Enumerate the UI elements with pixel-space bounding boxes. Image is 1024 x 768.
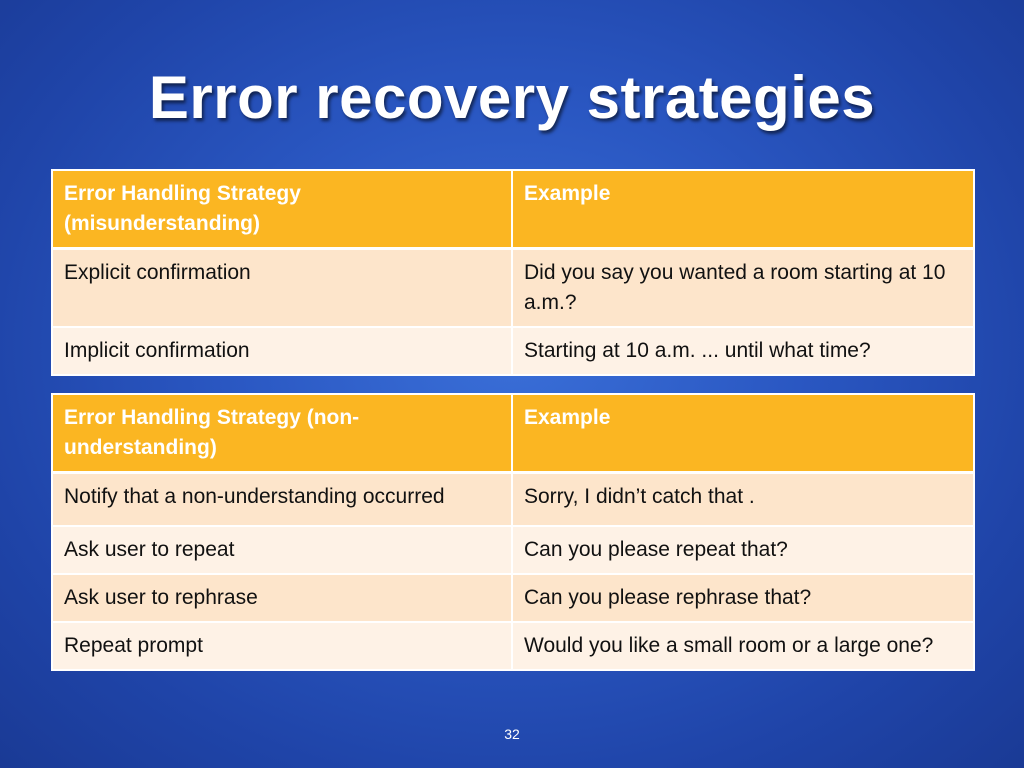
slide-title: Error recovery strategies	[148, 64, 876, 131]
example-cell: Can you please repeat that?	[511, 524, 975, 575]
strategy-cell: Repeat prompt	[51, 620, 513, 671]
example-cell: Can you please rephrase that?	[511, 572, 975, 623]
table-header-row: Error Handling Strategy (non-understandi…	[51, 393, 975, 474]
non-understanding-strategy-table: Error Handling Strategy (non-understandi…	[51, 393, 975, 671]
example-cell: Starting at 10 a.m. ... until what time?	[511, 326, 975, 376]
example-cell: Sorry, I didn’t catch that .	[511, 471, 975, 527]
table-row: Ask user to repeat Can you please repeat…	[51, 524, 975, 575]
strategy-cell: Ask user to rephrase	[51, 572, 513, 623]
strategy-cell: Ask user to repeat	[51, 524, 513, 575]
strategy-cell: Notify that a non-understanding occurred	[51, 471, 513, 527]
strategy-column-header: Error Handling Strategy (misunderstandin…	[51, 169, 513, 250]
table-row: Explicit confirmation Did you say you wa…	[51, 247, 975, 328]
table-row: Repeat prompt Would you like a small roo…	[51, 620, 975, 671]
strategy-cell: Implicit confirmation	[51, 326, 513, 376]
misunderstanding-strategy-table: Error Handling Strategy (misunderstandin…	[51, 169, 975, 376]
example-cell: Would you like a small room or a large o…	[511, 620, 975, 671]
example-cell: Did you say you wanted a room starting a…	[511, 247, 975, 328]
page-number: 32	[504, 726, 520, 742]
example-column-header: Example	[511, 393, 975, 474]
example-column-header: Example	[511, 169, 975, 250]
table-header-row: Error Handling Strategy (misunderstandin…	[51, 169, 975, 250]
table-row: Implicit confirmation Starting at 10 a.m…	[51, 326, 975, 376]
strategy-column-header: Error Handling Strategy (non-understandi…	[51, 393, 513, 474]
strategy-cell: Explicit confirmation	[51, 247, 513, 328]
table-row: Notify that a non-understanding occurred…	[51, 471, 975, 527]
table-row: Ask user to rephrase Can you please reph…	[51, 572, 975, 623]
